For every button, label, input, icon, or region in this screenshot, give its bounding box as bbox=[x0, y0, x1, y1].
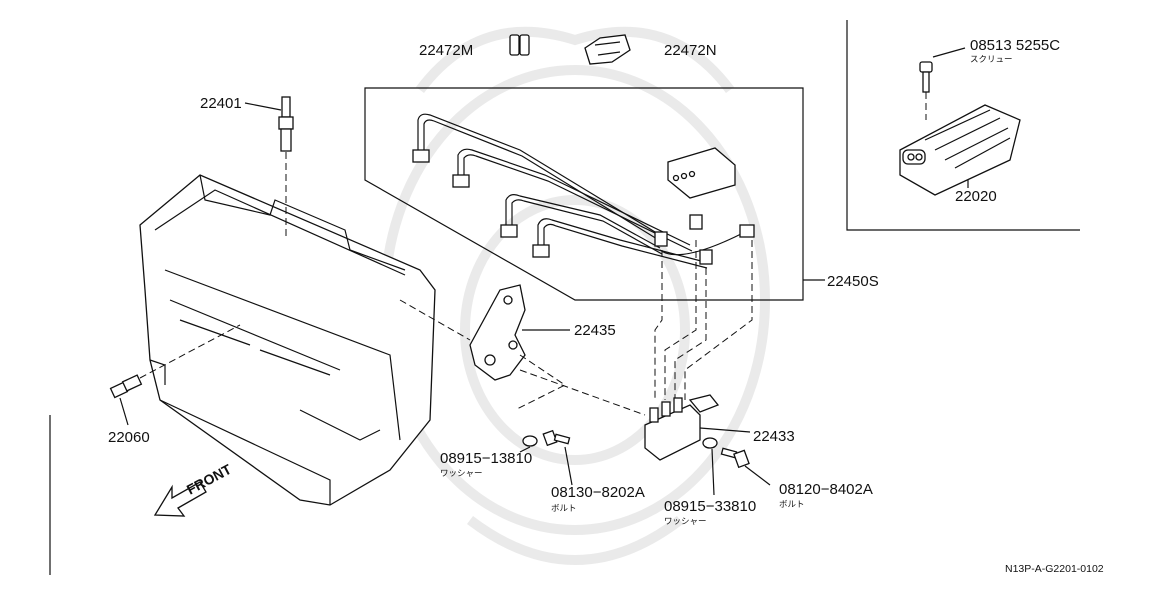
label-bolt-8202a-jp: ボルト bbox=[551, 504, 577, 514]
bolt-8202a bbox=[542, 429, 573, 486]
washer-13810 bbox=[519, 435, 538, 453]
spark-plug bbox=[244, 96, 294, 240]
inset-frame bbox=[846, 20, 1080, 231]
label-bolt-8202a: 08130−8202A bbox=[551, 484, 645, 501]
cable-set-frame bbox=[364, 87, 804, 301]
label-screw-jp: スクリュー bbox=[970, 55, 1013, 65]
ignition-module bbox=[899, 104, 1021, 196]
clip-22472n bbox=[584, 34, 631, 65]
cable-connector-block bbox=[667, 147, 736, 199]
bolt-8402a bbox=[720, 447, 771, 486]
label-screw: 08513 5255C bbox=[970, 37, 1060, 54]
label-washer-13810: 08915−13810 bbox=[440, 450, 532, 467]
ignition-cables bbox=[412, 113, 755, 269]
label-washer-13810-jp: ワッシャー bbox=[440, 469, 483, 479]
engine-block bbox=[139, 174, 436, 506]
label-bolt-8402a-jp: ボルト bbox=[779, 500, 805, 510]
label-washer-33810: 08915−33810 bbox=[664, 498, 756, 515]
diagram-reference-code: N13P-A-G2201-0102 bbox=[1005, 563, 1104, 575]
washer-33810 bbox=[702, 437, 718, 496]
label-clip-22472n: 22472N bbox=[664, 42, 717, 59]
cable-routing-lines bbox=[654, 240, 753, 400]
label-cable-set: 22450S bbox=[827, 273, 879, 290]
front-direction-arrow bbox=[153, 481, 207, 517]
ignition-coil bbox=[644, 394, 751, 461]
watermark-emblem bbox=[380, 26, 770, 565]
label-spark-plug: 22401 bbox=[200, 95, 242, 112]
crank-sensor bbox=[109, 324, 241, 426]
coil-bracket bbox=[399, 284, 646, 416]
label-bracket: 22435 bbox=[574, 322, 616, 339]
label-coil: 22433 bbox=[753, 428, 795, 445]
label-module: 22020 bbox=[955, 188, 997, 205]
label-clip-22472m: 22472M bbox=[419, 42, 473, 59]
label-front: FRONT bbox=[184, 461, 234, 498]
screw-5255c bbox=[919, 47, 966, 120]
clip-22472m bbox=[509, 34, 530, 56]
label-washer-33810-jp: ワッシャー bbox=[664, 517, 707, 527]
label-sensor: 22060 bbox=[108, 429, 150, 446]
label-bolt-8402a: 08120−8402A bbox=[779, 481, 873, 498]
